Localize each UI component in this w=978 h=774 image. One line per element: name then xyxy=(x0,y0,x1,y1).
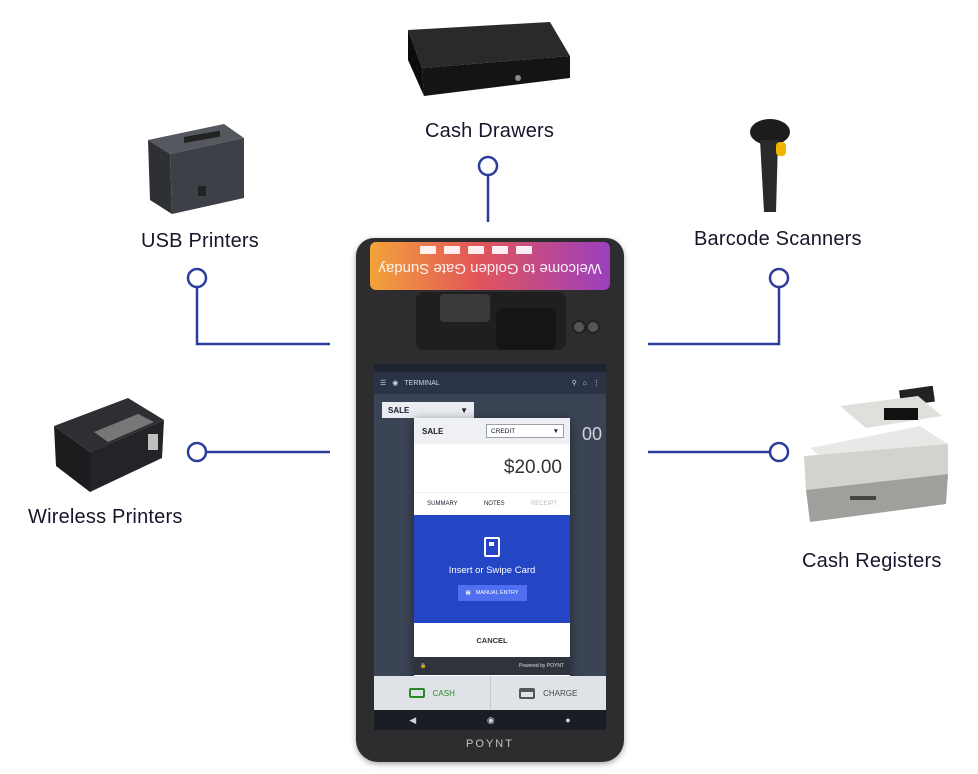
label-barcode-scanners: Barcode Scanners xyxy=(694,228,862,250)
app-logo-icon: ◉ xyxy=(392,380,399,387)
card-prompt-panel: Insert or Swipe Card ▦ MANUAL ENTRY xyxy=(414,515,570,623)
home-icon[interactable]: ⌂ xyxy=(582,379,587,387)
charge-tab[interactable]: CHARGE xyxy=(491,676,607,710)
label-cash-registers: Cash Registers xyxy=(802,550,942,572)
background-amount: 00 xyxy=(581,424,602,444)
cancel-button[interactable]: CANCEL xyxy=(476,635,508,645)
dialog-tabs: SUMMARY NOTES RECEIPT xyxy=(414,492,570,515)
tab-receipt[interactable]: RECEIPT xyxy=(530,501,557,507)
menu-icon[interactable]: ☰ xyxy=(380,380,387,387)
search-icon[interactable]: ⚲ xyxy=(571,380,577,387)
app-bar: ☰ ◉ TERMINAL ⚲ ⌂ ⋮ xyxy=(374,372,606,394)
cash-drawer-image xyxy=(408,22,570,96)
wireless-printer-image xyxy=(54,398,164,492)
cash-icon xyxy=(408,688,425,698)
insert-swipe-text: Insert or Swipe Card xyxy=(448,565,536,576)
chevron-down-icon: ▼ xyxy=(552,427,559,435)
tab-summary[interactable]: SUMMARY xyxy=(427,501,458,507)
dialog-header: SALE CREDIT ▼ xyxy=(414,418,570,444)
lock-icon: 🔒 xyxy=(420,663,427,669)
barcode-scanner-image xyxy=(750,119,790,212)
dialog-footer: 🔒 Powered by POYNT xyxy=(414,657,570,675)
charge-tab-label: CHARGE xyxy=(543,688,578,698)
payment-type-label: CREDIT xyxy=(491,427,516,435)
merchant-screen: ☰ ◉ TERMINAL ⚲ ⌂ ⋮ SALE ▼ 00 SALE CREDIT… xyxy=(374,364,606,730)
sale-select-label: SALE xyxy=(388,405,410,415)
card-insert-icon xyxy=(484,537,500,557)
tab-notes[interactable]: NOTES xyxy=(483,501,505,507)
card-slot xyxy=(440,294,490,322)
keypad-icon: ▦ xyxy=(465,590,471,596)
android-nav-bar: ◀ ◉ ● xyxy=(374,710,606,730)
label-cash-drawers: Cash Drawers xyxy=(425,120,555,142)
payment-type-select[interactable]: CREDIT ▼ xyxy=(486,424,564,438)
usb-printer-image xyxy=(148,124,244,214)
sale-type-select[interactable]: SALE ▼ xyxy=(382,402,474,418)
credit-card-icon xyxy=(519,687,536,699)
camera-icon xyxy=(572,320,586,334)
manual-entry-button[interactable]: ▦ MANUAL ENTRY xyxy=(457,585,527,601)
dialog-title: SALE xyxy=(422,426,444,436)
label-usb-printers: USB Printers xyxy=(141,230,259,252)
payment-dialog: SALE CREDIT ▼ $20.00 SUMMARY NOTES RECEI… xyxy=(414,418,570,680)
footer-brand: POYNT xyxy=(546,663,564,669)
card-logos xyxy=(420,246,532,254)
cash-tab[interactable]: CASH xyxy=(374,676,491,710)
device-brand: POYNT xyxy=(466,738,514,750)
label-wireless-printers: Wireless Printers xyxy=(28,506,183,528)
poynt-terminal: Welcome to Golden Gate Sunday ☰ ◉ TERMIN… xyxy=(356,238,624,762)
manual-entry-label: MANUAL ENTRY xyxy=(475,590,519,596)
status-bar xyxy=(374,364,606,372)
back-icon[interactable]: ◀ xyxy=(409,714,417,725)
home-circle-icon[interactable]: ◉ xyxy=(486,714,495,725)
more-icon[interactable]: ⋮ xyxy=(593,380,600,387)
chevron-down-icon: ▼ xyxy=(460,405,468,415)
customer-display-text: Welcome to Golden Gate Sunday xyxy=(378,260,602,277)
cash-tab-label: CASH xyxy=(432,688,455,698)
sensor-icon xyxy=(586,320,600,334)
paper-cover xyxy=(496,308,556,350)
payment-tabs: CASH CHARGE xyxy=(374,676,606,710)
user-icon[interactable]: ● xyxy=(565,715,571,725)
powered-by-text: Powered by xyxy=(518,663,546,669)
app-title: TERMINAL xyxy=(404,379,440,387)
customer-display: Welcome to Golden Gate Sunday xyxy=(370,242,610,290)
charge-amount: $20.00 xyxy=(503,457,562,478)
cash-register-image xyxy=(804,386,948,522)
